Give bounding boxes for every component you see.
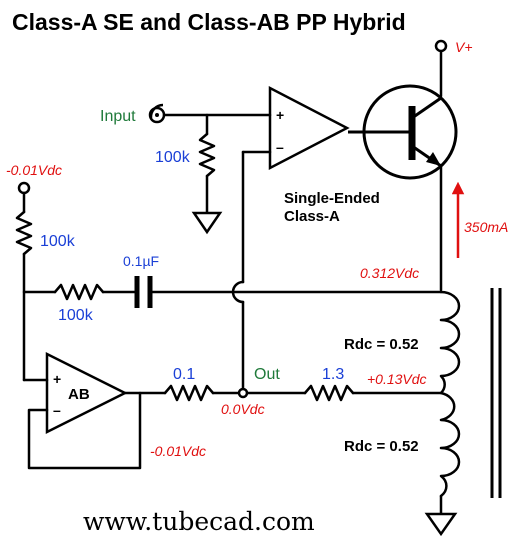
transistor-symbol: [348, 84, 458, 180]
transformer-ground-icon: [424, 512, 458, 537]
ab-feedback-loop: [27, 391, 142, 470]
ab-opamp-minus: –: [53, 402, 61, 418]
se-label-line1: Single-Ended: [284, 190, 380, 207]
ab-opamp-plus: +: [53, 371, 61, 387]
feedback-series-value: 100k: [58, 307, 94, 324]
rdc-upper-label: Rdc = 0.52: [344, 336, 419, 353]
se-opamp-minus: –: [276, 139, 284, 155]
supply-label: V+: [455, 39, 473, 55]
transformer-winding: [439, 290, 461, 498]
capacitor-value: 0.1µF: [123, 253, 159, 269]
top-left-resistor: [15, 210, 33, 256]
ab-opamp: + – AB: [45, 351, 128, 435]
input-ground-icon: [191, 211, 223, 235]
ab-output-voltage: -0.01Vdc: [150, 443, 206, 459]
diagram-title: Class-A SE and Class-AB PP Hybrid: [12, 9, 406, 35]
feedback-terminal: [17, 181, 31, 195]
ab-opamp-label: AB: [68, 386, 90, 403]
se-opamp: + –: [268, 85, 350, 171]
output-node-voltage: 0.0Vdc: [221, 401, 265, 417]
input-label: Input: [100, 108, 136, 125]
input-jack: [148, 103, 166, 124]
feedback-terminal-voltage: -0.01Vdc: [6, 162, 62, 178]
output-label: Out: [254, 366, 280, 383]
website-url: www.tubecad.com: [83, 507, 315, 536]
se-opamp-plus: +: [276, 107, 284, 123]
input-bias-value: 100k: [155, 149, 191, 166]
feedback-series-resistor: [53, 283, 105, 301]
ab-output-resistor: [163, 384, 215, 402]
se-output-resistor: [303, 384, 355, 402]
se-output-resistor-value: 1.3: [322, 366, 344, 383]
current-label: 350mA: [464, 219, 508, 235]
top-left-resistor-value: 100k: [40, 233, 76, 250]
se-label-line2: Class-A: [284, 208, 340, 225]
ab-output-resistor-value: 0.1: [173, 366, 195, 383]
transformer-tap-voltage: +0.13Vdc: [367, 371, 427, 387]
transformer-top-voltage: 0.312Vdc: [360, 265, 419, 281]
input-bias-resistor: [198, 132, 216, 178]
rdc-lower-label: Rdc = 0.52: [344, 438, 419, 455]
supply-terminal: [434, 39, 448, 98]
